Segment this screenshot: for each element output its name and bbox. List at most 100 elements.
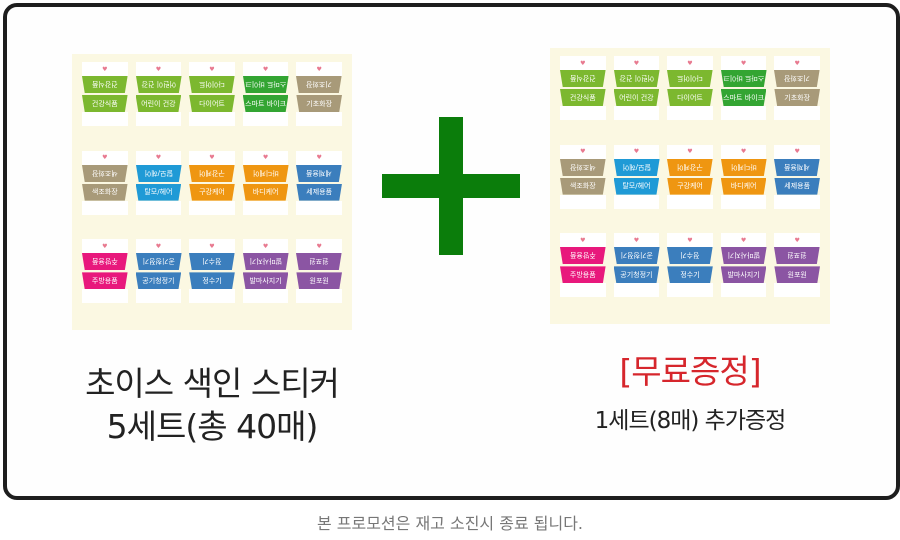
sticker-header: ♥ xyxy=(667,56,713,70)
sticker-label-flipped: 세제용품 xyxy=(296,165,342,182)
heart-logo-icon: ♥ xyxy=(316,154,322,162)
sticker-label: 바디케어 xyxy=(720,177,767,195)
heart-logo-icon: ♥ xyxy=(580,59,586,67)
sticker-label: 기초화장 xyxy=(296,95,342,112)
sticker-label-flipped: 발마사지기 xyxy=(243,253,289,270)
sticker-header: ♥ xyxy=(560,56,606,70)
free-gift-title: [무료증정] xyxy=(619,352,761,391)
sticker-label-flipped: 어린이 건강 xyxy=(136,76,182,93)
sticker-footer xyxy=(667,106,713,120)
heart-logo-icon: ♥ xyxy=(155,154,162,162)
sticker-header: ♥ xyxy=(135,62,182,76)
sticker-label-flipped: 공기청정기 xyxy=(136,253,182,270)
heart-logo-icon: ♥ xyxy=(740,236,747,244)
sticker-label: 건강식품 xyxy=(560,89,606,106)
sticker-header: ♥ xyxy=(82,150,128,165)
sticker-header: ♥ xyxy=(296,62,342,76)
heart-logo-icon: ♥ xyxy=(102,242,108,250)
sticker-footer xyxy=(135,289,182,304)
sticker-label-flipped: 공기청정기 xyxy=(614,247,660,264)
sticker-label: 발마사지기 xyxy=(720,266,767,284)
heart-logo-icon: ♥ xyxy=(633,59,640,67)
product-caption-line1: 초이스 색인 스티커 xyxy=(85,364,340,403)
sticker-label-flipped: 탈모/헤어 xyxy=(136,165,182,182)
sticker-label-flipped: 탈모/헤어 xyxy=(614,159,660,176)
sticker-label-flipped: 세제용품 xyxy=(774,159,820,176)
heart-logo-icon: ♥ xyxy=(209,242,215,250)
sticker-label-flipped: 주방용품 xyxy=(560,247,606,264)
sticker-label-flipped: 스마트 바이크 xyxy=(243,76,289,93)
sticker-footer xyxy=(189,112,235,126)
sticker-footer xyxy=(242,289,289,304)
sticker-header: ♥ xyxy=(189,62,235,76)
sticker-label: 색조화장 xyxy=(82,183,128,201)
sticker-header: ♥ xyxy=(242,62,289,76)
sticker-label: 공기청정기 xyxy=(135,272,182,290)
sticker-label: 어린이 건강 xyxy=(135,95,182,112)
heart-logo-icon: ♥ xyxy=(687,148,693,156)
sticker-label: 구강케어 xyxy=(667,177,713,195)
sticker-header: ♥ xyxy=(720,56,767,70)
sticker-header: ♥ xyxy=(560,144,606,159)
heart-logo-icon: ♥ xyxy=(102,65,108,73)
sticker-header: ♥ xyxy=(296,150,342,165)
heart-logo-icon: ♥ xyxy=(262,154,269,162)
sticker-label: 주방용품 xyxy=(82,272,128,290)
sticker-label: 색조화장 xyxy=(560,177,606,195)
sticker-header: ♥ xyxy=(296,239,342,254)
product-caption: 초이스 색인 스티커 5세트(총 40매) xyxy=(42,362,382,448)
sticker-header: ♥ xyxy=(82,239,128,254)
sticker-footer xyxy=(189,200,235,215)
sticker-label-flipped: 스마트 바이크 xyxy=(721,70,767,87)
sticker-label: 건강식품 xyxy=(82,95,128,112)
sticker-label: 탈모/헤어 xyxy=(613,177,660,195)
sticker-label-flipped: 원포원 xyxy=(296,253,342,270)
sticker-footer xyxy=(135,112,182,126)
sticker-label-flipped: 다이어트 xyxy=(667,70,713,87)
sticker-footer xyxy=(560,283,606,298)
sticker-label: 스마트 바이크 xyxy=(720,89,767,106)
sticker-label: 원포원 xyxy=(774,266,820,284)
heart-logo-icon: ♥ xyxy=(740,148,747,156)
sticker-header: ♥ xyxy=(189,150,235,165)
sticker-label: 탈모/헤어 xyxy=(135,183,182,201)
heart-logo-icon: ♥ xyxy=(794,59,800,67)
sticker-footer xyxy=(774,283,820,298)
sticker-footer xyxy=(667,194,713,209)
sticker-label: 구강케어 xyxy=(189,183,235,201)
heart-logo-icon: ♥ xyxy=(316,242,322,250)
heart-logo-icon: ♥ xyxy=(102,154,108,162)
sticker-label: 세제용품 xyxy=(296,183,342,201)
sticker-label-flipped: 원포원 xyxy=(774,247,820,264)
plus-icon-vertical-bar xyxy=(439,117,463,255)
sticker-label-flipped: 주방용품 xyxy=(82,253,128,270)
sticker-footer xyxy=(242,112,289,126)
heart-logo-icon: ♥ xyxy=(794,236,800,244)
sticker-label: 정수기 xyxy=(189,272,235,290)
sticker-footer xyxy=(613,283,660,298)
sticker-footer xyxy=(296,289,342,304)
sticker-footer xyxy=(189,289,235,304)
heart-logo-icon: ♥ xyxy=(262,242,269,250)
